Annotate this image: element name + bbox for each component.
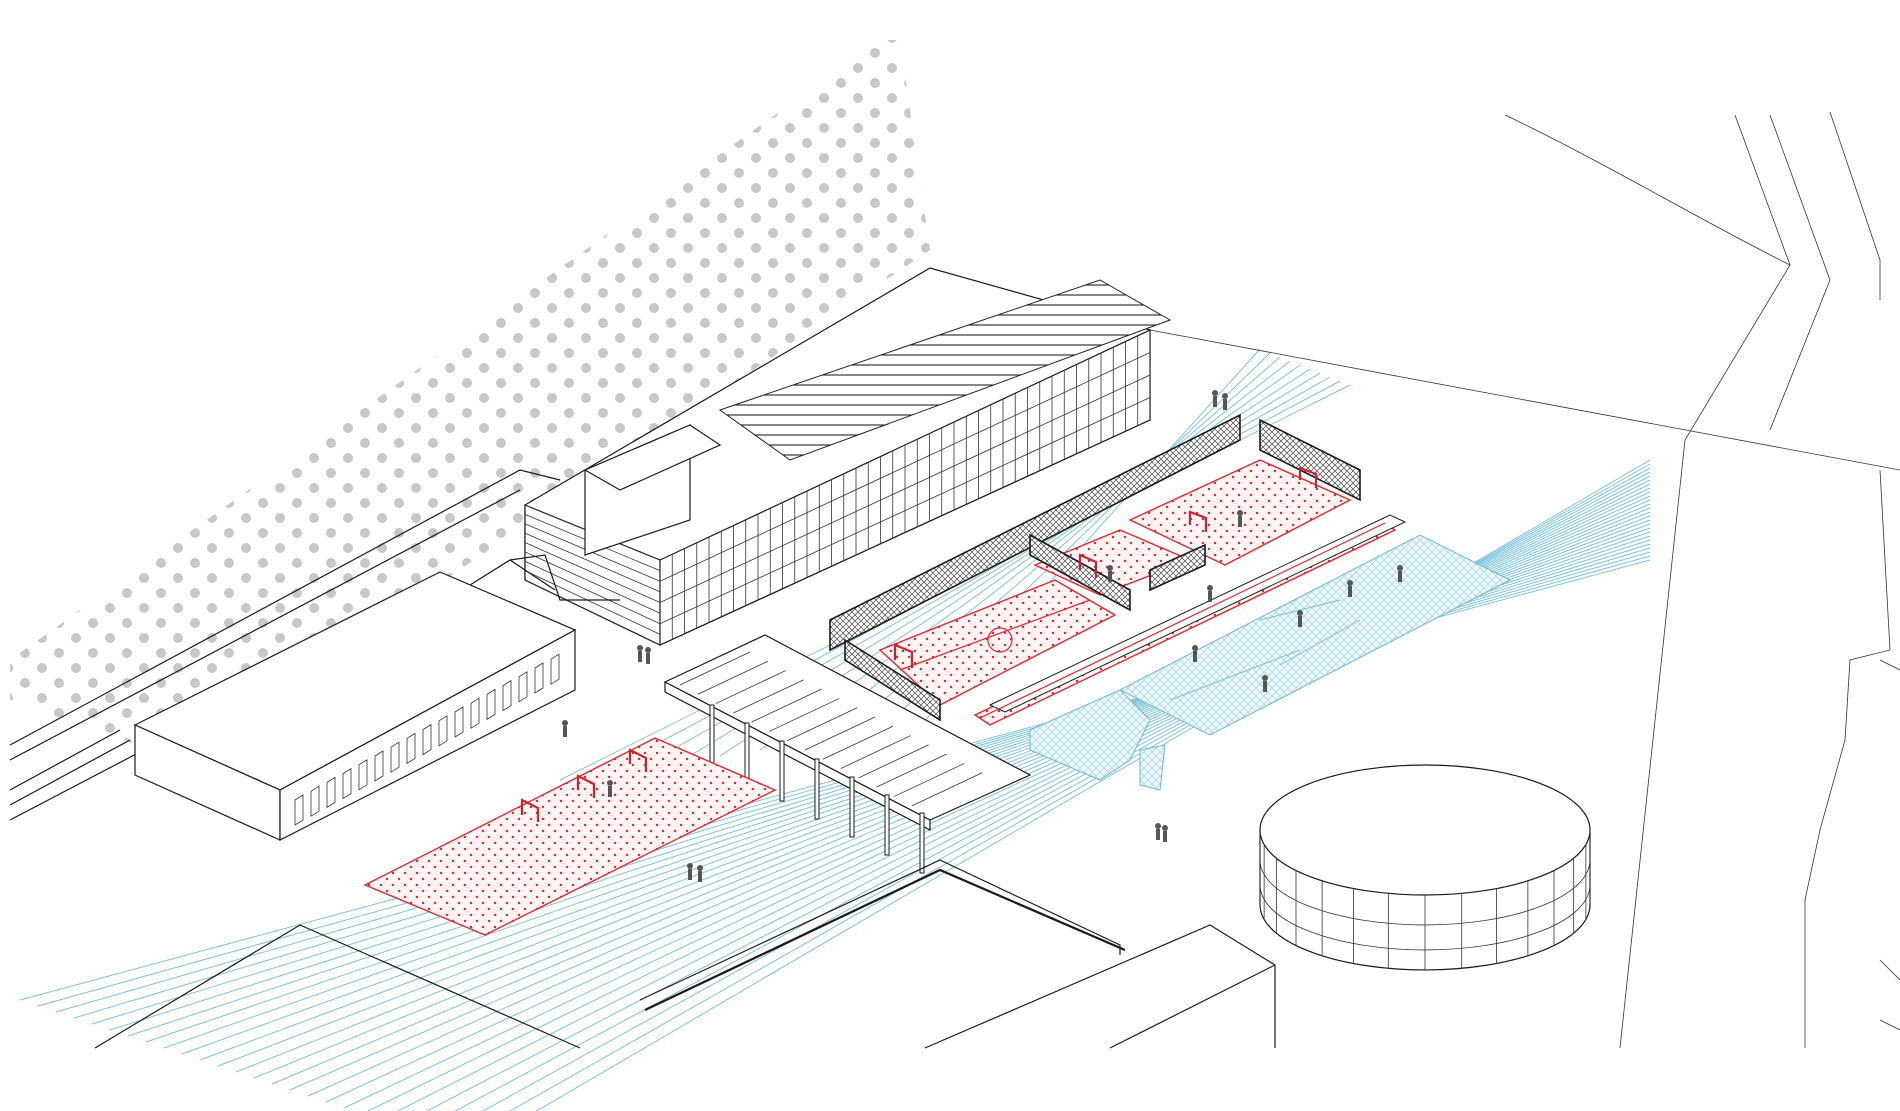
person-body (1263, 681, 1267, 692)
window (518, 671, 528, 703)
person-body (1193, 651, 1197, 662)
canopy-slat (715, 670, 786, 704)
window (422, 723, 432, 756)
person-head (1192, 645, 1198, 651)
person-body (1223, 399, 1227, 410)
canopy-slat (733, 679, 804, 714)
canopy-slat (840, 735, 911, 769)
canopy-slat (804, 716, 876, 751)
person-head (645, 647, 651, 653)
column (884, 794, 890, 856)
running-track-strip (973, 514, 1407, 726)
person-body (1156, 829, 1160, 840)
canopy-slat (679, 651, 751, 686)
canopy-slat (911, 772, 983, 807)
window (438, 715, 448, 747)
rail-corridor (9, 469, 561, 821)
floor-line (659, 374, 1151, 603)
window (326, 776, 336, 809)
window (310, 785, 320, 817)
side-line (524, 542, 661, 603)
person-head (697, 865, 703, 871)
person-head (1297, 610, 1303, 616)
low-hall-building (133, 571, 577, 841)
people-figures (562, 390, 1403, 882)
person-body (1108, 571, 1112, 582)
column (709, 704, 715, 766)
window (534, 662, 544, 694)
person-body (638, 651, 642, 662)
person-head (1212, 390, 1218, 396)
context-outlines-right (1149, 111, 1900, 1049)
window (550, 653, 560, 685)
canopy-slat (769, 698, 840, 732)
side-line (524, 560, 661, 625)
person-body (563, 726, 567, 737)
column (814, 758, 820, 820)
person-body (608, 786, 612, 797)
side-line (524, 532, 661, 593)
canopy-roof (663, 634, 1032, 874)
person-head (562, 720, 568, 726)
person-body (1298, 616, 1302, 627)
person-head (637, 645, 643, 651)
window (486, 688, 496, 721)
window (406, 732, 416, 765)
person-body (1163, 831, 1167, 842)
floor-line (659, 397, 1151, 625)
floor-line (659, 352, 1151, 582)
column (919, 812, 925, 874)
window (374, 750, 384, 782)
canopy-slat (894, 763, 965, 797)
side-line (524, 579, 661, 646)
window (358, 759, 368, 791)
person-body (1208, 591, 1212, 602)
person-body (1348, 586, 1352, 597)
canopy-slat (751, 688, 822, 723)
side-line (524, 570, 661, 635)
person-head (1237, 510, 1243, 516)
person-head (1347, 580, 1353, 586)
person-head (607, 780, 613, 786)
person-body (1213, 396, 1217, 407)
person-head (1155, 823, 1161, 829)
person-body (1238, 516, 1242, 527)
canopy-slat (876, 753, 947, 788)
person-head (1222, 393, 1228, 399)
canopy-slat (697, 660, 769, 695)
window (294, 794, 304, 826)
window (502, 679, 512, 712)
person-head (687, 863, 693, 869)
main-sports-building (469, 267, 1172, 646)
column (744, 722, 750, 784)
skate-park (1029, 534, 1512, 791)
red-field-left (363, 737, 777, 936)
canopy-slat (822, 725, 894, 760)
column (849, 776, 855, 838)
fenced-courts (829, 413, 1361, 722)
person-head (1397, 565, 1403, 571)
window (342, 767, 352, 800)
person-head (1162, 825, 1168, 831)
dotted-embankment (10, 40, 930, 760)
column (779, 740, 785, 802)
person-body (646, 653, 650, 664)
window (470, 697, 480, 729)
cylinder-building (1259, 764, 1591, 971)
person-body (698, 871, 702, 882)
canopy-slat (858, 744, 929, 779)
window (454, 706, 464, 738)
bottom-buildings (94, 859, 1276, 1049)
person-head (1207, 585, 1213, 591)
window (390, 741, 400, 773)
person-body (1398, 571, 1402, 582)
person-head (1262, 675, 1268, 681)
person-head (1107, 565, 1113, 571)
person-body (688, 869, 692, 880)
canopy-slat (786, 707, 858, 742)
